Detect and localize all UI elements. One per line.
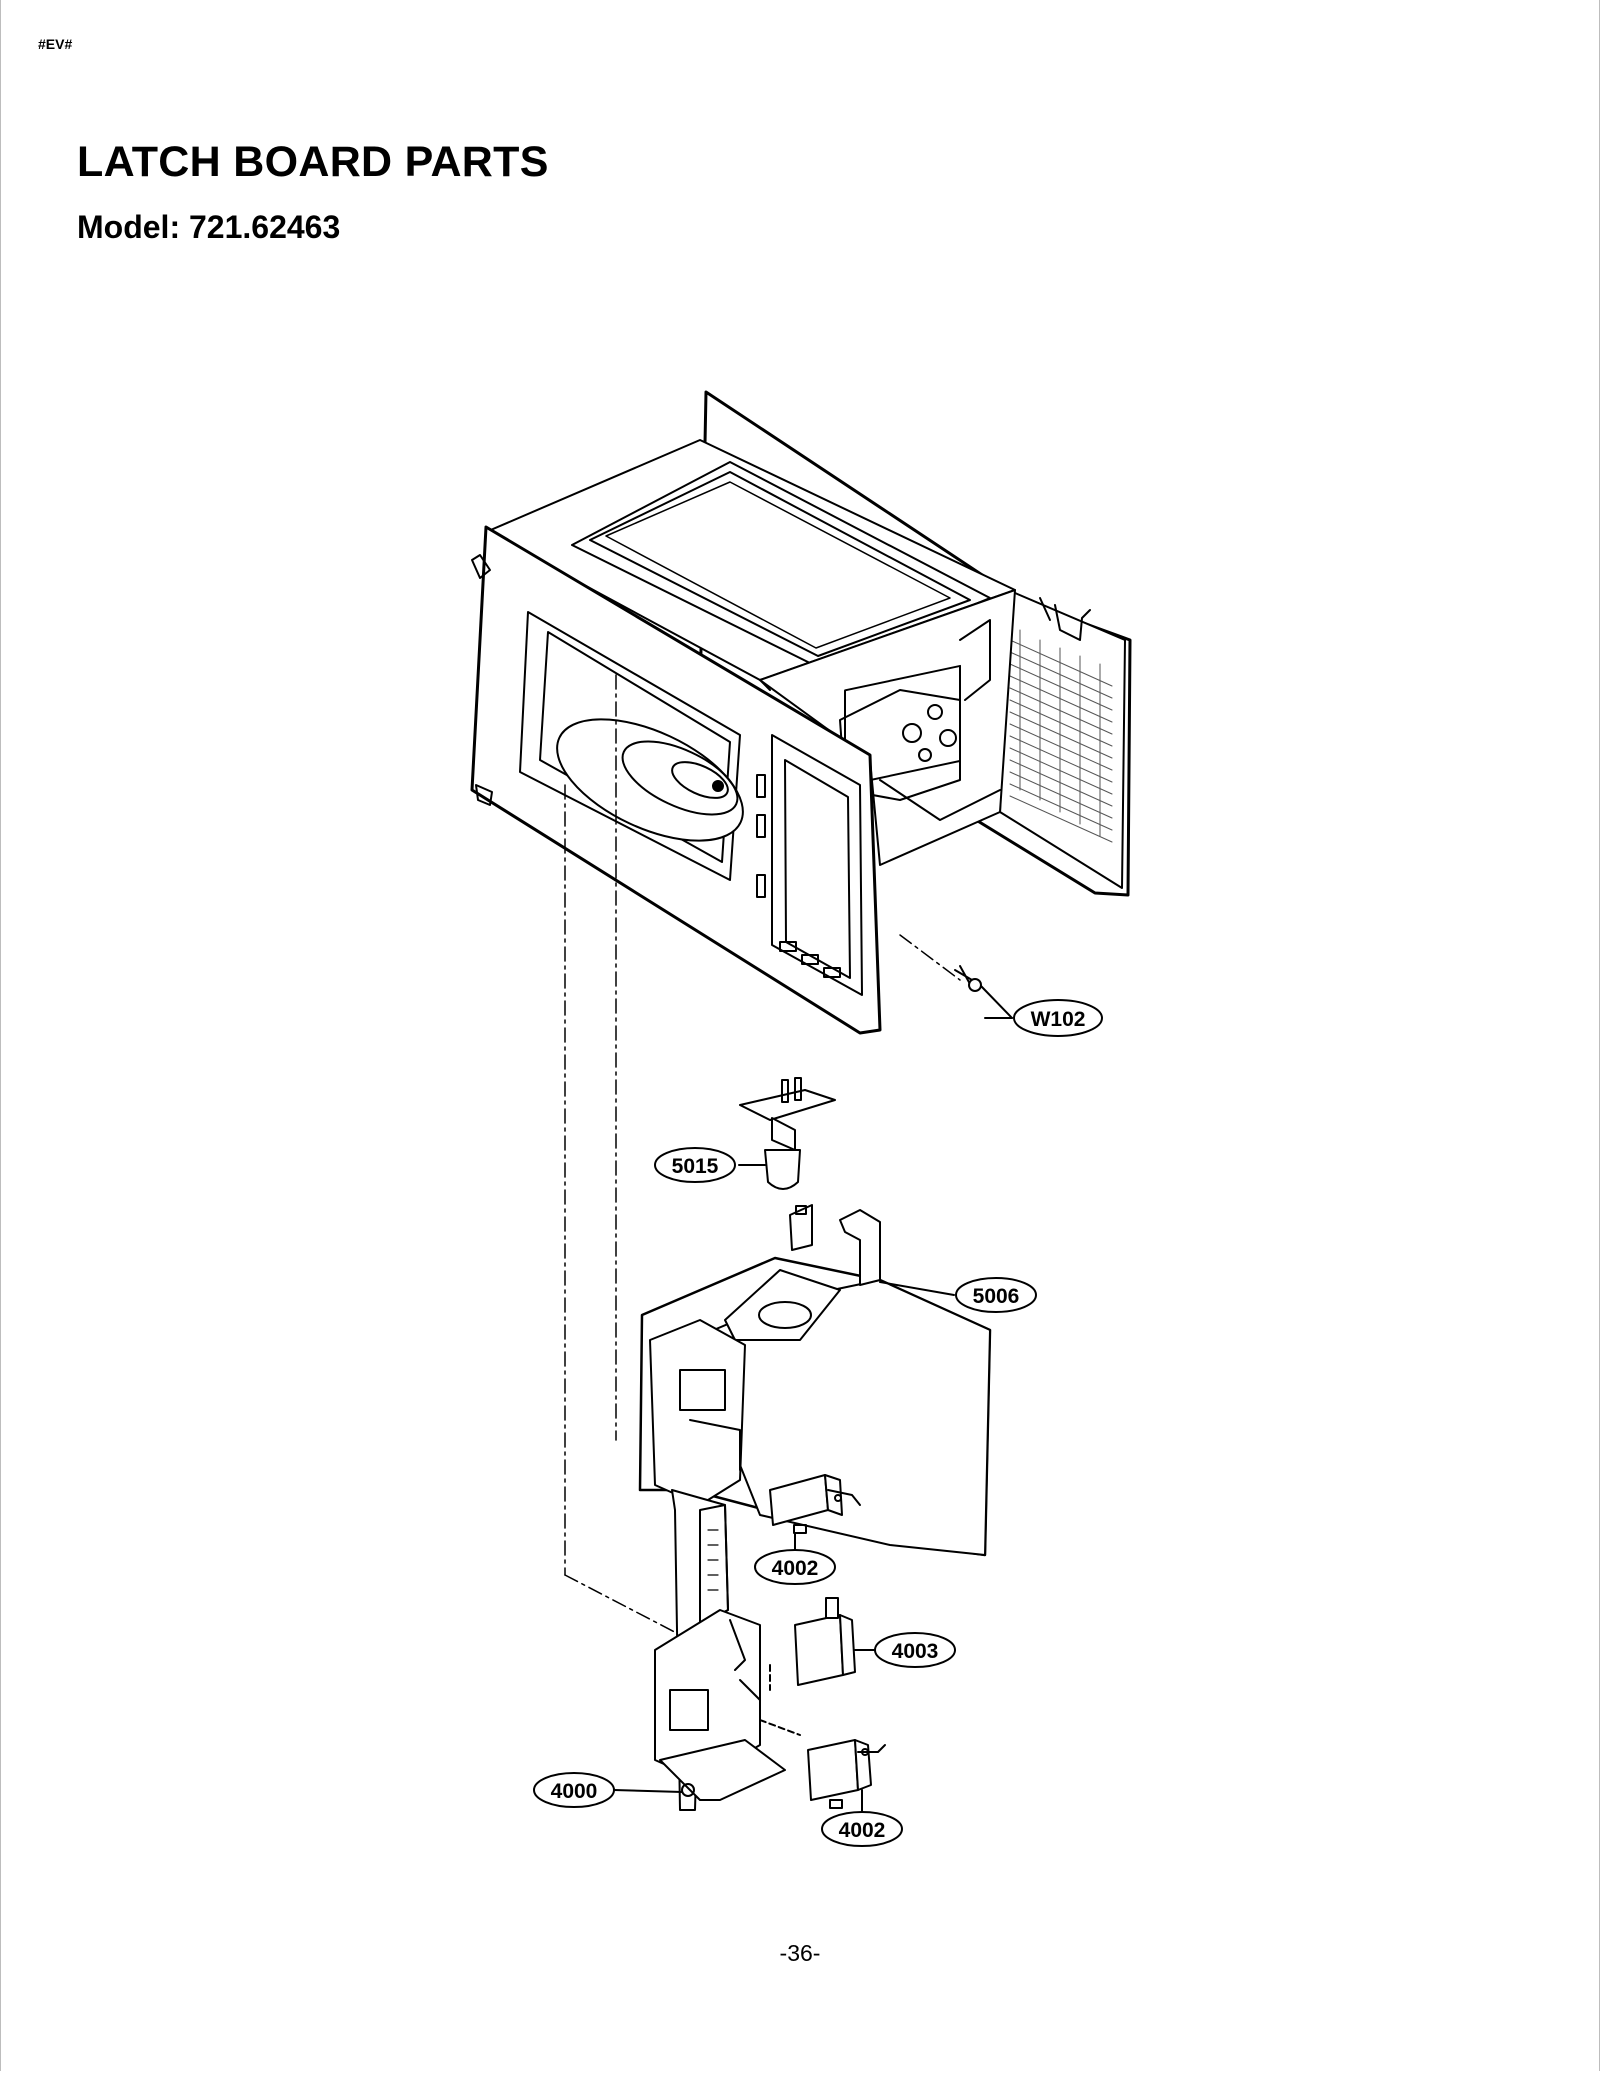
switch-4002-upper <box>769 1474 861 1534</box>
callout-w102: W102 <box>984 999 1103 1037</box>
screw-w102 <box>954 965 1013 1019</box>
cavity-assembly <box>470 390 1132 1641</box>
callout-5015: 5015 <box>654 1147 766 1183</box>
switch-4003 <box>769 1597 856 1691</box>
lamp-5015 <box>739 1077 836 1190</box>
header-code: #EV# <box>38 36 73 52</box>
callout-4002-lower: 4002 <box>821 1789 903 1847</box>
turntable <box>556 718 744 842</box>
page-title: LATCH BOARD PARTS <box>77 138 549 186</box>
callout-5006-label: 5006 <box>973 1285 1020 1308</box>
page-subtitle: Model: 721.62463 <box>77 209 341 245</box>
callout-4000-label: 4000 <box>551 1780 598 1803</box>
callout-4003: 4003 <box>854 1632 956 1668</box>
latch-lever-4000 <box>654 1489 786 1811</box>
switch-4002-lower <box>759 1719 886 1809</box>
latch-board-5006 <box>638 1204 992 1557</box>
callout-5006: 5006 <box>879 1277 1037 1313</box>
callout-w102-label: W102 <box>1031 1008 1086 1031</box>
callout-4000: 4000 <box>533 1772 683 1808</box>
callout-4002-lower-label: 4002 <box>839 1819 886 1842</box>
callout-4002-upper-label: 4002 <box>772 1557 819 1580</box>
callout-4003-label: 4003 <box>892 1640 939 1663</box>
assembly-guide-lines <box>564 674 961 1641</box>
callout-5015-label: 5015 <box>672 1155 719 1178</box>
callout-4002-upper: 4002 <box>754 1532 836 1585</box>
page-number: -36- <box>779 1940 821 1966</box>
